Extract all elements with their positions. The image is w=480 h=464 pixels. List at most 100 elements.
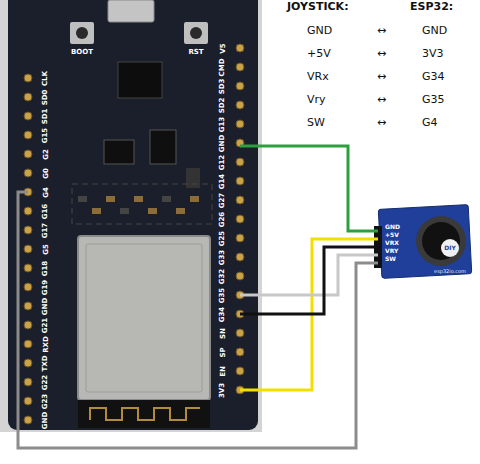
pin-hole	[24, 321, 32, 329]
pin-label: GND	[42, 411, 49, 428]
joystick-board	[378, 205, 471, 279]
pin-holes	[24, 44, 381, 424]
pin-hole	[236, 272, 244, 280]
smd-component	[148, 208, 157, 214]
pin-hole	[24, 150, 32, 158]
pin-hole	[236, 82, 244, 90]
pin-hole	[236, 215, 244, 223]
pin-label: G18	[43, 260, 50, 276]
pin-label: 3V3	[219, 382, 226, 397]
pin-name: VRx	[307, 71, 329, 82]
button-label: RST	[188, 49, 203, 56]
pin-label: CMD	[219, 58, 226, 76]
pin-label: G2	[43, 149, 50, 160]
pin-label: VRX	[385, 240, 399, 246]
regulator	[104, 140, 134, 164]
pin-label: SW	[385, 256, 396, 262]
table-heading: ESP32:	[410, 1, 453, 12]
boot-button	[70, 22, 94, 44]
antenna-area	[78, 400, 210, 428]
pin-label: G5	[43, 244, 50, 255]
pin-label: GND	[219, 134, 226, 151]
pin-hole	[24, 378, 32, 386]
pin-hole	[236, 367, 244, 375]
esp32-board	[8, 0, 258, 430]
pin-label: G27	[220, 192, 227, 208]
pin-hole	[24, 93, 32, 101]
pin-hole	[24, 302, 32, 310]
arrow-symbol: ↔	[377, 117, 386, 128]
button-cap	[190, 27, 202, 39]
button-cap	[76, 27, 88, 39]
pin-hole	[24, 264, 32, 272]
pin-hole	[236, 158, 244, 166]
pin-hole	[236, 44, 244, 52]
pin-label: SN	[220, 328, 227, 339]
pin-name: G35	[422, 94, 445, 105]
pin-label: GND	[385, 224, 400, 230]
arrow-symbol: ↔	[377, 71, 386, 82]
usb-port	[108, 0, 154, 22]
capacitor	[186, 168, 200, 188]
pin-label: TXD	[42, 355, 49, 371]
pin-label: SD0	[42, 89, 49, 105]
smd-component	[120, 208, 129, 214]
pin-name: SW	[307, 117, 325, 128]
pin-name: 3V3	[422, 48, 444, 59]
pin-hole	[24, 131, 32, 139]
pin-label: G4	[43, 187, 50, 198]
pin-name: +5V	[307, 48, 331, 59]
pin-hole	[236, 63, 244, 71]
pin-hole	[24, 169, 32, 177]
pin-label: RXD	[42, 336, 49, 353]
wire-green	[240, 146, 378, 231]
pin-hole	[236, 101, 244, 109]
pin-label: G25	[220, 230, 227, 246]
pin-hole	[24, 74, 32, 82]
shield-edge	[86, 244, 202, 392]
pin-label: G35	[220, 287, 227, 303]
smd-component	[78, 196, 87, 202]
pin-label: G15	[43, 127, 50, 143]
pin-hole	[236, 329, 244, 337]
pin-name: GND	[307, 25, 332, 36]
pin-label: G32	[220, 268, 227, 284]
reset-button	[184, 22, 208, 44]
smd-component	[106, 196, 115, 202]
pin-hole	[24, 283, 32, 291]
pin-label: CLK	[43, 70, 50, 85]
pin-label: G34	[220, 306, 227, 322]
logo-text: DIY	[444, 245, 456, 251]
smd-component	[190, 196, 199, 202]
pin-label: G0	[43, 168, 50, 179]
pin-name: G34	[422, 71, 445, 82]
pin-label: G16	[43, 203, 50, 219]
regulator	[150, 130, 176, 164]
smd-component	[92, 208, 101, 214]
smd-component	[176, 208, 185, 214]
pin-hole	[236, 348, 244, 356]
pin-label: GND	[42, 297, 49, 314]
esp32-module-shield	[78, 236, 210, 400]
smd-parts	[78, 196, 199, 214]
pin-hole	[24, 207, 32, 215]
pin-label: G13	[220, 116, 227, 132]
arrow-symbol: ↔	[377, 48, 386, 59]
antenna-trace	[90, 408, 200, 420]
pin-label: VRY	[385, 248, 398, 254]
pin-label: EN	[219, 366, 226, 377]
pin-hole	[24, 397, 32, 405]
arrow-symbol: ↔	[377, 25, 386, 36]
pin-label: V5	[219, 43, 226, 53]
arrow-symbol: ↔	[377, 94, 386, 105]
pin-hole	[236, 253, 244, 261]
pin-hole	[24, 416, 32, 424]
pin-hole	[24, 112, 32, 120]
wire-gray	[18, 192, 378, 448]
joystick-base	[416, 216, 466, 266]
pin-hole	[236, 196, 244, 204]
pin-label: SP	[219, 347, 226, 357]
smd-component	[162, 196, 171, 202]
